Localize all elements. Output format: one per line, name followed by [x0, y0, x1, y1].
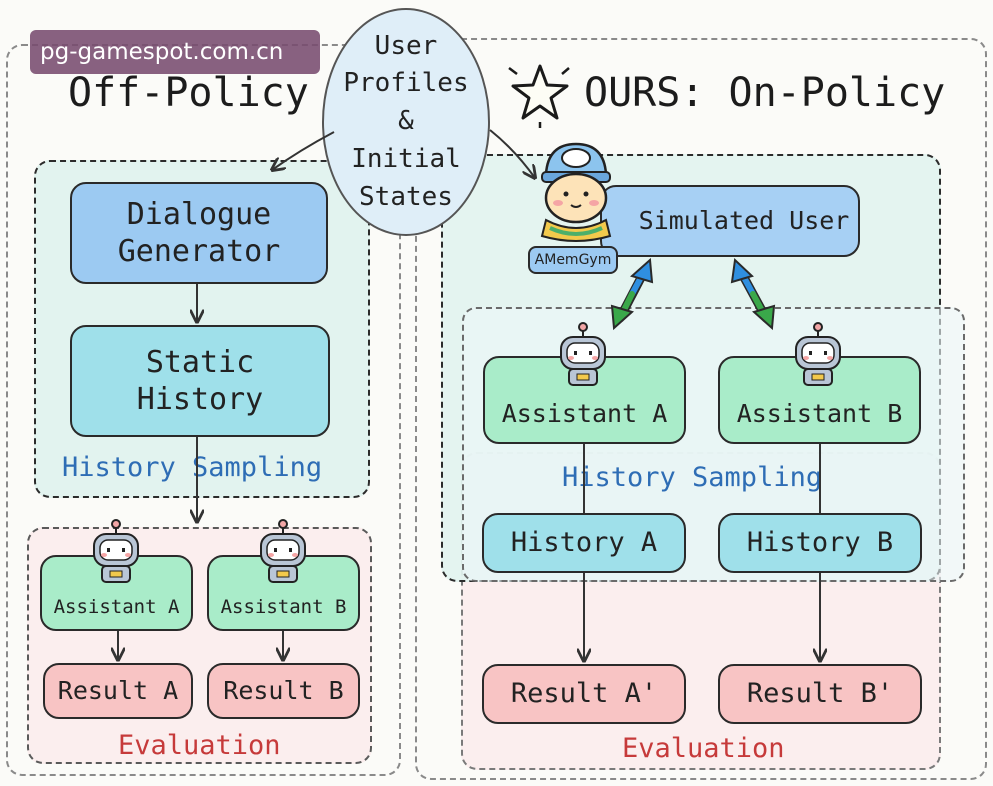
- robot-icon: [560, 322, 606, 386]
- on-assistant-a-label: Assistant A: [501, 399, 668, 429]
- watermark-banner: pg-gamespot.com.cn: [30, 30, 320, 74]
- double-arrow-right-icon: [730, 257, 776, 331]
- ellipse-line-5: States: [359, 181, 453, 212]
- off-result-a-box: Result A: [43, 663, 193, 719]
- robot-icon: [93, 519, 139, 583]
- amemgym-badge: AMemGym: [528, 246, 618, 274]
- static-history-line-2: History: [136, 382, 264, 417]
- off-assistant-a-label: Assistant A: [53, 596, 180, 619]
- off-assistant-b-box: Assistant B: [207, 555, 360, 631]
- off-policy-title: Off-Policy: [68, 70, 309, 116]
- history-a-box: History A: [482, 513, 686, 573]
- ellipse-line-3: &: [398, 106, 414, 137]
- user-profiles-ellipse: User Profiles & Initial States: [322, 8, 490, 236]
- robot-icon: [260, 519, 306, 583]
- off-result-b-box: Result B: [207, 663, 360, 719]
- off-evaluation-label: Evaluation: [118, 730, 281, 761]
- simulated-user-label: Simulated User: [638, 206, 850, 236]
- dialogue-generator-line-1: Dialogue: [126, 196, 272, 232]
- off-history-sampling-label: History Sampling: [62, 452, 323, 483]
- double-arrow-left-icon: [610, 257, 654, 331]
- on-policy-title: OURS: On-Policy: [584, 70, 946, 116]
- on-result-b-label: Result B': [746, 678, 894, 710]
- off-result-b-label: Result B: [223, 676, 344, 706]
- off-assistant-b-label: Assistant B: [220, 596, 347, 619]
- history-b-label: History B: [746, 527, 894, 559]
- on-evaluation-label: Evaluation: [622, 733, 785, 764]
- on-assistant-b-label: Assistant B: [736, 399, 903, 429]
- simulated-user-box: Simulated User: [600, 185, 860, 257]
- on-history-sampling-label: History Sampling: [562, 462, 823, 493]
- history-b-box: History B: [718, 513, 922, 573]
- static-history-line-1: Static: [145, 344, 255, 380]
- ellipse-line-2: Profiles: [343, 68, 469, 99]
- arrow-profiles-to-off: [272, 131, 335, 170]
- star-icon: [508, 64, 570, 128]
- user-avatar-icon: [540, 142, 612, 242]
- arrow-profiles-to-on: [489, 129, 535, 178]
- ellipse-line-1: User: [374, 30, 438, 61]
- history-a-label: History A: [510, 527, 658, 559]
- off-result-a-label: Result A: [57, 676, 179, 706]
- on-result-a-box: Result A': [482, 664, 686, 724]
- robot-icon: [795, 322, 841, 386]
- on-policy-panel: [415, 38, 987, 780]
- on-result-a-label: Result A': [510, 678, 658, 710]
- dialogue-generator-line-2: Generator: [117, 234, 281, 269]
- on-assistant-b-box: Assistant B: [718, 356, 921, 444]
- ellipse-line-4: Initial: [351, 143, 461, 174]
- on-result-b-box: Result B': [718, 664, 922, 724]
